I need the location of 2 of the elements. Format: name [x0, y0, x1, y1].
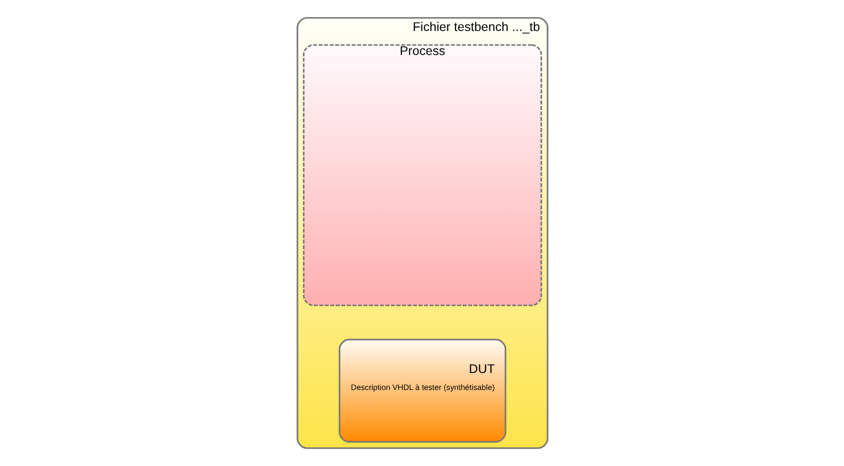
node-box: Process — [302, 44, 542, 306]
node-box: DUT Description VHDL à tester (synthétisable) — [338, 338, 506, 443]
